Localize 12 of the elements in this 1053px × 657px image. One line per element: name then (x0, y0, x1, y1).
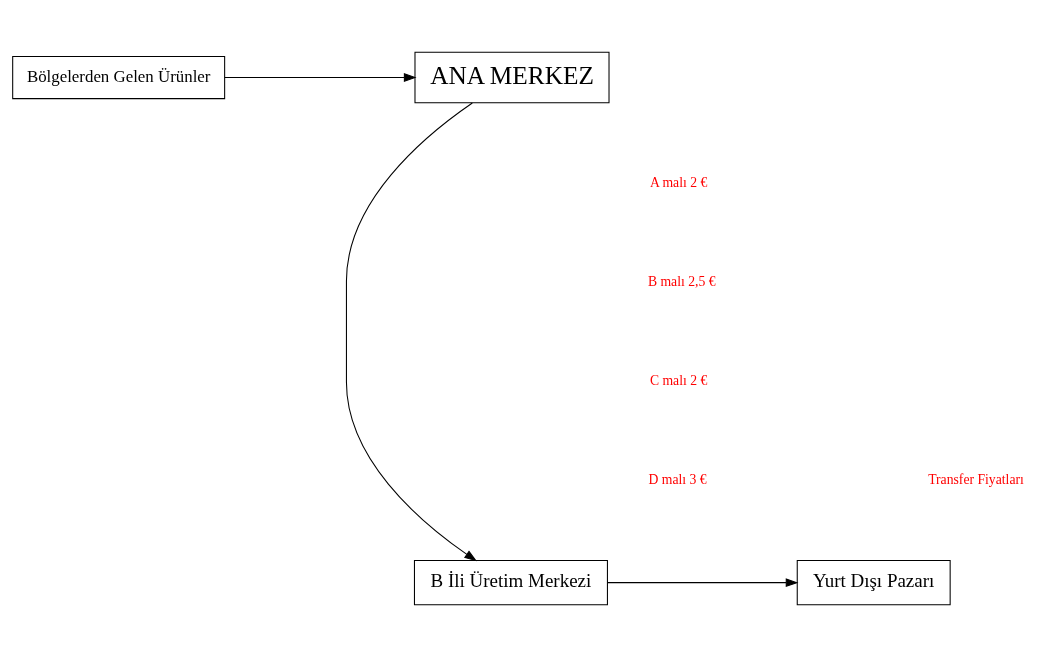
node-box: Bölgelerden Gelen Ürünler (12, 55, 226, 100)
node-box: B İli Üretim Merkezi (413, 559, 608, 606)
arrow (345, 102, 477, 562)
label: C malı 2 € (649, 372, 708, 388)
node-box: ANA MERKEZ (414, 51, 610, 104)
label: Transfer Fiyatları (928, 471, 1024, 487)
arrow (224, 73, 417, 82)
arrow (607, 578, 799, 588)
label: D malı 3 € (648, 471, 707, 487)
label: A malı 2 € (649, 174, 708, 190)
node-box: Yurt Dışı Pazarı (796, 559, 951, 606)
label: B malı 2,5 € (647, 273, 716, 289)
